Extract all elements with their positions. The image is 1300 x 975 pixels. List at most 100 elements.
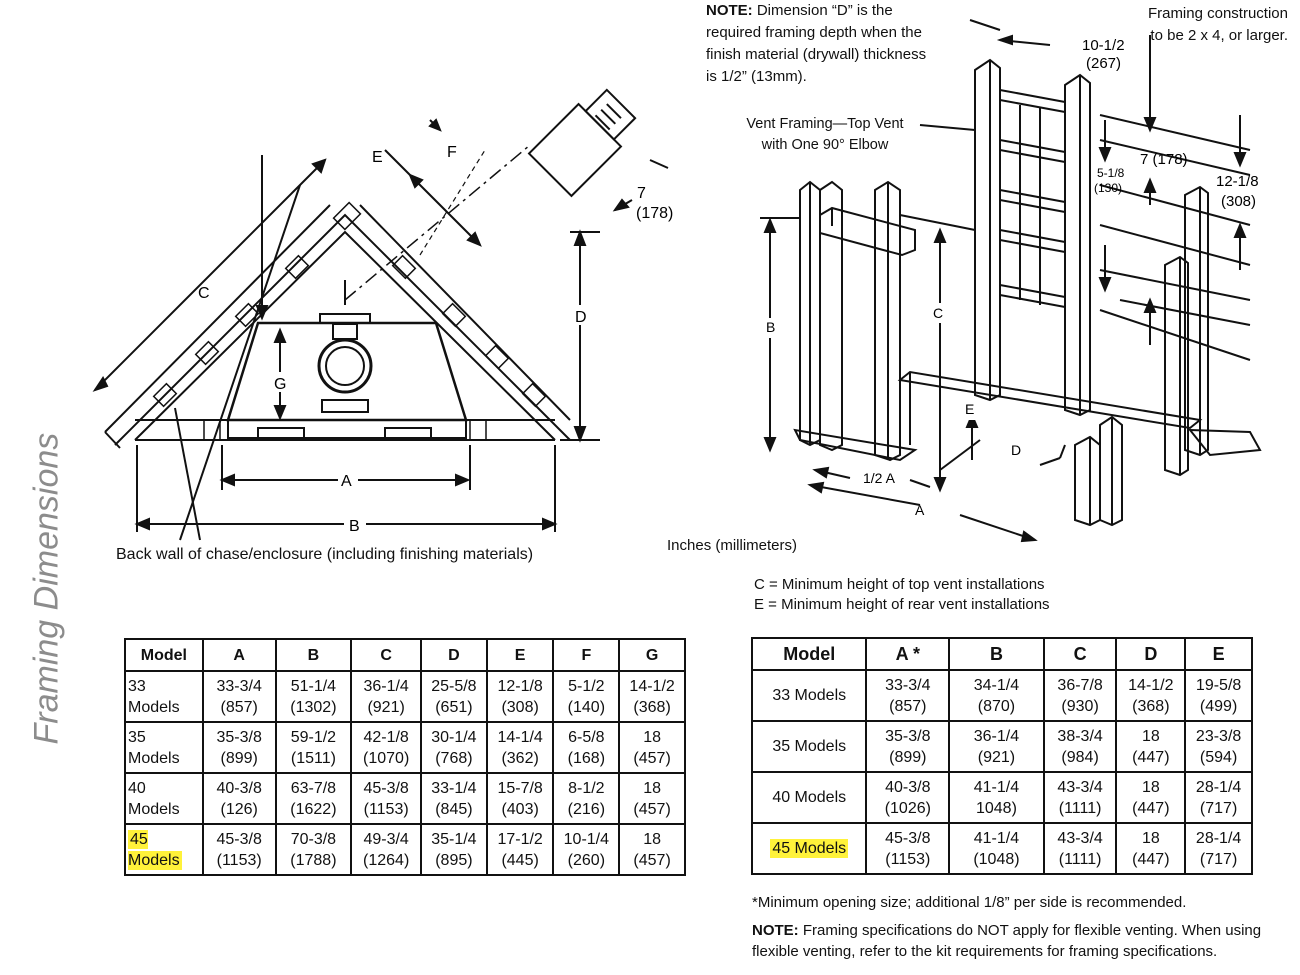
mm-value: (1153): [363, 800, 409, 818]
inch-value: 14-1/2: [629, 677, 675, 695]
vent-framing-line-1: Vent Framing—Top Vent: [746, 116, 904, 132]
mm-value: (1153): [885, 850, 931, 868]
fireplace-body: [226, 321, 468, 422]
inch-value: 28-1/4: [1195, 829, 1242, 847]
mm-value: (368): [633, 698, 671, 716]
inch-value: 18: [643, 728, 661, 746]
note-bold: NOTE:: [706, 2, 753, 19]
inch-value: 35-1/4: [431, 830, 477, 848]
value-cell: 28-1/4(717): [1184, 771, 1253, 824]
value-cell: 18(447): [1115, 771, 1187, 824]
mm-value: 1048): [975, 799, 1017, 817]
value-cell: 36-7/8(930): [1042, 669, 1118, 722]
mm-value: (216): [567, 800, 606, 818]
inch-value: 18: [1141, 778, 1160, 796]
dim-f-label: F: [447, 144, 457, 161]
value-cell: 18(457): [618, 823, 686, 876]
value-cell: 18 (457): [618, 721, 686, 774]
col-header: Model: [124, 638, 204, 672]
model-name: 35 Models: [772, 738, 847, 755]
table-header: Model A B C D E F G: [124, 638, 686, 672]
vent-framing-line-2: with One 90° Elbow: [761, 137, 889, 153]
dim-g-label: G: [274, 376, 286, 393]
mm-value: (895): [435, 851, 473, 869]
col-header: G: [618, 638, 686, 672]
mm-value: (717): [1199, 799, 1238, 817]
inch-value: 35-3/8: [216, 728, 262, 746]
model-name: 40 Models: [772, 789, 847, 806]
value-cell: 51-1/4(1302): [274, 670, 353, 723]
value-cell: 40-3/8(1026): [865, 771, 951, 824]
value-cell: 40-3/8(126): [201, 772, 277, 825]
mm-value: (1070): [363, 749, 410, 767]
col-header: C: [1042, 637, 1118, 671]
value-cell: 35-3/8(899): [201, 721, 277, 774]
value-cell: 12-1/8(308): [485, 670, 555, 723]
inch-value: 23-3/8: [1195, 727, 1242, 745]
inch-value: 70-3/8: [290, 830, 337, 848]
mm-value: (768): [435, 749, 473, 767]
value-cell: 35-3/8(899): [865, 720, 951, 773]
inch-value: 33-1/4: [431, 779, 477, 797]
mm-value: (499): [1199, 697, 1238, 715]
mm-value: (1511): [290, 749, 336, 767]
mm-value: (857): [220, 698, 258, 716]
framing-note-line-1: Framing construction: [1147, 5, 1288, 22]
value-cell: 6-5/8(168): [552, 721, 621, 774]
table-row: 40 Models 40-3/8(1026) 41-1/4 1048) 43-3/4(1…: [750, 771, 1253, 824]
framing-note-line-2: to be 2 x 4, or larger.: [1150, 27, 1288, 44]
inch-value: 8-1/2: [568, 779, 605, 797]
units-label: Inches (millimeters): [667, 537, 798, 554]
left-wall-outer: [114, 213, 571, 446]
col-header: E: [485, 638, 555, 672]
inch-value: 25-5/8: [431, 677, 477, 695]
value-cell: 43-3/4(1111): [1042, 771, 1118, 824]
inch-value: 5-1/2: [568, 677, 605, 695]
value-cell: 14-1/2(368): [1115, 669, 1187, 722]
inch-value: 63-7/8: [290, 779, 337, 797]
dim-5-value: 5-1/8: [1097, 166, 1125, 180]
frame-dim-e-label: E: [965, 401, 974, 417]
value-cell: 36-1/4(921): [350, 670, 423, 723]
dim-12-mm: (308): [1221, 193, 1256, 210]
dim-c-label: C: [198, 285, 210, 302]
model-name: 35 Models: [128, 728, 180, 767]
flex-note-bold: NOTE:: [752, 922, 799, 939]
frame-dim-half-a-label: 1/2 A: [863, 470, 896, 486]
legend-e: E = Minimum height of rear vent installa…: [754, 596, 1050, 613]
mm-value: (457): [633, 749, 671, 767]
table-header: Model A * B C D E: [750, 637, 1253, 671]
mm-value: (921): [367, 698, 405, 716]
mm-value: (445): [501, 851, 539, 869]
value-cell: 10-1/4(260): [552, 823, 621, 876]
mm-value: (899): [889, 748, 927, 766]
mm-value: (1111): [1058, 850, 1102, 868]
mm-value: (594): [1199, 748, 1238, 766]
value-cell: 18(447): [1115, 822, 1187, 875]
frame-dim-b-label: B: [766, 319, 775, 335]
mm-value: (1153): [216, 851, 262, 869]
mm-value: (308): [501, 698, 539, 716]
inch-value: 15-7/8: [497, 779, 543, 797]
model-cell: 33 Models: [124, 670, 204, 723]
mm-value: (457): [633, 851, 671, 869]
col-header: D: [420, 638, 488, 672]
value-cell: 33-3/4(857): [201, 670, 277, 723]
col-header: E: [1184, 637, 1253, 671]
value-cell: 14-1/2 (368): [618, 670, 686, 723]
mm-value: (457): [633, 800, 671, 818]
note-line-2: required framing depth when the: [706, 24, 922, 41]
value-cell: 35-1/4 (895): [420, 823, 488, 876]
mm-value: (403): [501, 800, 539, 818]
value-cell: 45-3/8(1153): [865, 822, 951, 875]
inch-value: 41-1/4: [973, 778, 1020, 796]
model-cell: 40 Models: [750, 771, 868, 824]
footnote: *Minimum opening size; additional 1/8” p…: [752, 894, 1187, 911]
value-cell: 18(447): [1115, 720, 1187, 773]
inch-value: 14-1/2: [1128, 676, 1174, 694]
inch-value: 41-1/4: [973, 829, 1020, 847]
inch-value: 19-5/8: [1195, 676, 1242, 694]
corner-install-diagram: A B C D E F G 7 (178): [92, 88, 673, 541]
